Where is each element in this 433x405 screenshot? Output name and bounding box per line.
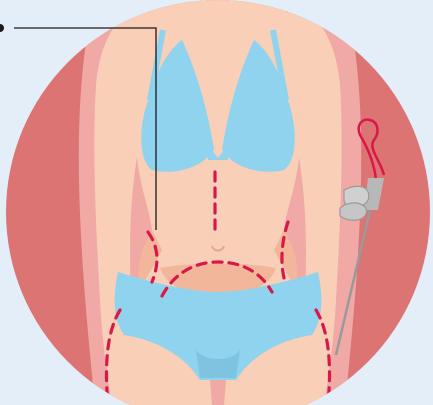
leg-gap [210,380,226,405]
cannula-trigger [340,203,367,220]
